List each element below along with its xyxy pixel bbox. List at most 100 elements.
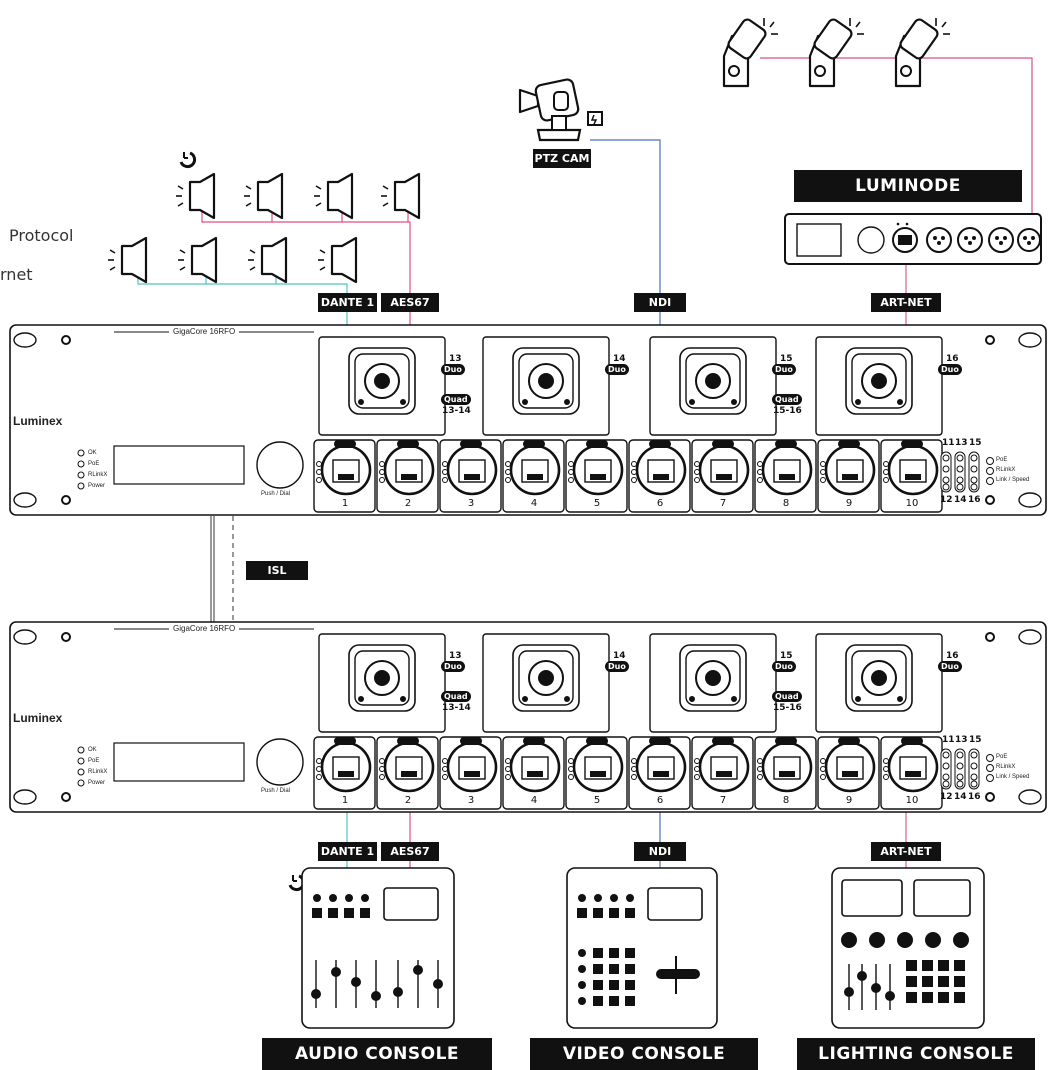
sfp-13-duo-tag: Duo — [441, 661, 465, 672]
brand-logo: Luminex — [13, 711, 63, 725]
ndi-camera-line — [590, 139, 661, 325]
grid-top-15: 15 — [969, 735, 982, 745]
dial-label: Push / Dial — [261, 491, 291, 497]
grid-bottom-16: 16 — [968, 792, 981, 802]
ptz-camera-icon — [518, 78, 603, 142]
port-8-num: 8 — [782, 795, 790, 806]
sfp-15-duo-tag: Duo — [772, 661, 796, 672]
led-ok-label: OK — [88, 450, 97, 456]
sfp-13-range: 13-14 — [442, 406, 471, 416]
status-poe-label: PoE — [996, 754, 1008, 760]
grid-top-11: 11 — [942, 735, 955, 745]
speaker-icon — [242, 172, 284, 220]
sfp-16-num: 16 — [946, 354, 959, 364]
sfp-15-range: 15-16 — [773, 406, 802, 416]
port-2-num: 2 — [404, 498, 412, 509]
sfp-14-duo-tag: Duo — [605, 661, 629, 672]
ndi-bottom-label: NDI — [634, 842, 686, 861]
sfp-15-num: 15 — [780, 651, 793, 661]
isl-label: ISL — [246, 561, 308, 580]
sfp-13-num: 13 — [449, 651, 462, 661]
dante-top-label: DANTE 1 — [318, 293, 377, 312]
port-9-num: 9 — [845, 498, 853, 509]
status-poe-label: PoE — [996, 457, 1008, 463]
grid-bottom-12: 12 — [940, 792, 953, 802]
sfp-15-quad-tag: Quad — [772, 691, 802, 702]
sfp-14-num: 14 — [613, 651, 626, 661]
port-5-num: 5 — [593, 498, 601, 509]
led-poe-label: PoE — [88, 758, 100, 764]
sfp-15-duo-tag: Duo — [772, 364, 796, 375]
status-rlinkx-label: RLinkX — [996, 467, 1016, 473]
port-2-num: 2 — [404, 795, 412, 806]
model-label: GigaCore 16RFO — [169, 624, 240, 633]
status-link-label: Link / Speed — [996, 477, 1030, 483]
artnet-top-label: ART-NET — [871, 293, 941, 312]
artnet-bottom-label: ART-NET — [871, 842, 941, 861]
grid-bottom-12: 12 — [940, 495, 953, 505]
moving-head-icon — [722, 16, 780, 88]
led-power-label: Power — [88, 780, 106, 786]
port-4-num: 4 — [530, 795, 538, 806]
video-console-icon — [566, 867, 718, 1029]
sfp-14-num: 14 — [613, 354, 626, 364]
port-10-num: 10 — [905, 498, 919, 509]
sfp-16-duo-tag: Duo — [938, 364, 962, 375]
speaker-icon — [312, 172, 354, 220]
sfp-15-num: 15 — [780, 354, 793, 364]
port-3-num: 3 — [467, 498, 475, 509]
speaker-icon — [106, 236, 148, 284]
port-8-num: 8 — [782, 498, 790, 509]
port-6-num: 6 — [656, 498, 664, 509]
sfp-connector-icons — [348, 644, 913, 712]
luminode-device — [784, 213, 1042, 265]
consoles — [288, 867, 985, 1029]
moving-head-icon — [808, 16, 866, 88]
lights-line — [760, 57, 1033, 230]
grid-bottom-14: 14 — [954, 495, 967, 505]
port-9-num: 9 — [845, 795, 853, 806]
luminode-label: LUMINODE — [794, 170, 1022, 202]
grid-top-13: 13 — [955, 735, 968, 745]
speaker-icon — [246, 236, 288, 284]
video-console-label: VIDEO CONSOLE — [530, 1038, 758, 1070]
moving-head-icon — [894, 16, 952, 88]
protocol-text: Protocol — [9, 226, 74, 245]
ptz-cam-label: PTZ CAM — [533, 149, 591, 168]
port-7-num: 7 — [719, 795, 727, 806]
sfp-13-quad-tag: Quad — [441, 394, 471, 405]
sfp-13-duo-tag: Duo — [441, 364, 465, 375]
sfp-16-num: 16 — [946, 651, 959, 661]
port-10-num: 10 — [905, 795, 919, 806]
sfp-13-range: 13-14 — [442, 703, 471, 713]
speaker-icon — [379, 172, 421, 220]
sfp-15-range: 15-16 — [773, 703, 802, 713]
lighting-console-icon — [831, 867, 985, 1029]
sfp-14-duo-tag: Duo — [605, 364, 629, 375]
port-3-num: 3 — [467, 795, 475, 806]
ethernet-text: rnet — [0, 265, 33, 284]
grid-top-13: 13 — [955, 438, 968, 448]
led-power-label: Power — [88, 483, 106, 489]
grid-bottom-16: 16 — [968, 495, 981, 505]
switch-top: GigaCore 16RFO Luminex OK PoE RLinkX Pow… — [9, 324, 1047, 516]
ndi-top-label: NDI — [634, 293, 686, 312]
sfp-15-quad-tag: Quad — [772, 394, 802, 405]
brand-logo: Luminex — [13, 414, 63, 428]
led-poe-label: PoE — [88, 461, 100, 467]
aes67-top-label: AES67 — [381, 293, 439, 312]
model-label: GigaCore 16RFO — [169, 327, 240, 336]
led-rlinkx-label: RLinkX — [88, 472, 108, 478]
grid-top-11: 11 — [942, 438, 955, 448]
switch-chassis — [9, 324, 1047, 516]
switch-chassis — [9, 621, 1047, 813]
speaker-icon — [174, 172, 216, 220]
grid-top-15: 15 — [969, 438, 982, 448]
rj45-ports — [313, 439, 943, 513]
dante-bottom-label: DANTE 1 — [318, 842, 377, 861]
lighting-console-label: LIGHTING CONSOLE — [797, 1038, 1035, 1070]
dial-label: Push / Dial — [261, 788, 291, 794]
clock-icon — [179, 151, 197, 169]
speakers — [106, 151, 421, 284]
led-ok-label: OK — [88, 747, 97, 753]
